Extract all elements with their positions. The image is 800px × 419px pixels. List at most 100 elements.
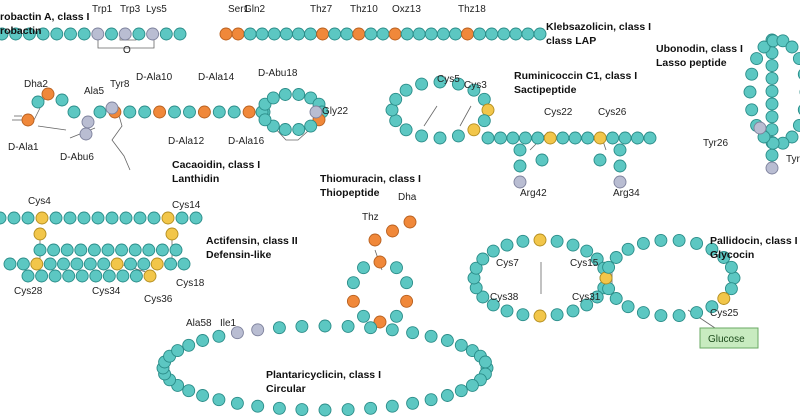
thiomuracin-tail-1 bbox=[386, 224, 399, 238]
thiomuracin-ring-1 bbox=[390, 261, 403, 275]
actifensin-strand-2-7 bbox=[128, 243, 142, 257]
pallidocin-ring-right-19 bbox=[705, 242, 719, 256]
cacaoidin-chain-4 bbox=[153, 105, 167, 119]
ruminicoccin-chain-11 bbox=[618, 131, 632, 145]
cacaoidin-res-b bbox=[55, 93, 69, 107]
ubonodin-ring-5 bbox=[766, 136, 780, 150]
ruminicoccin-ring-left-3 bbox=[389, 114, 403, 128]
label-dala1: D-Ala1 bbox=[8, 142, 39, 153]
klebsazolicin-residue-16 bbox=[412, 27, 426, 41]
plantaricyclicin-residue-6 bbox=[424, 393, 438, 407]
label-cys15: Cys15 bbox=[570, 258, 599, 269]
klebsazolicin-residue-10 bbox=[340, 27, 354, 41]
thiomuracin-ring-2 bbox=[400, 276, 414, 290]
actifensin-strand-1-0 bbox=[0, 211, 7, 225]
ruminicoccin-arm-2-1 bbox=[613, 159, 627, 173]
plantaricyclicin-residue-12 bbox=[295, 403, 309, 417]
ubonodin-title: Ubonodin, class I bbox=[656, 43, 743, 55]
pallidocin-ring-right-5 bbox=[672, 309, 686, 323]
klebsazolicin-residue-26 bbox=[533, 27, 547, 41]
actifensin-strand-2-3 bbox=[74, 243, 88, 257]
klebsazolicin-residue-19 bbox=[449, 27, 462, 41]
pallidocin-subtitle: Glycocin bbox=[710, 249, 754, 261]
pallidocin-ring-right-15 bbox=[636, 236, 650, 250]
label-dala10: D-Ala10 bbox=[136, 72, 173, 83]
actifensin-strand-2-1 bbox=[47, 243, 61, 257]
klebsazolicin-residue-2 bbox=[243, 27, 257, 41]
ruminicoccin-ring-left-10 bbox=[467, 83, 481, 97]
label-lys5: Lys5 bbox=[146, 4, 167, 15]
ubonodin-tyr26 bbox=[753, 121, 767, 135]
actifensin-strand-4-3 bbox=[62, 269, 76, 283]
cacaoidin-chain-9 bbox=[227, 105, 241, 119]
plantaricyclicin-subtitle: Circular bbox=[266, 383, 306, 395]
actifensin-strand-2-2 bbox=[60, 243, 74, 257]
actifensin-strand-4-7 bbox=[116, 269, 130, 283]
klebsazolicin-residue-13 bbox=[376, 27, 390, 41]
actifensin-strand-1-3 bbox=[35, 211, 49, 225]
glucose-box bbox=[699, 327, 759, 349]
cacaoidin-dha2 bbox=[41, 87, 55, 101]
ruminicoccin-r1 bbox=[535, 153, 549, 167]
label-thz10: Thz10 bbox=[350, 4, 378, 15]
ruminicoccin-chain-6 bbox=[556, 131, 570, 145]
ubonodin-ring-14 bbox=[776, 34, 790, 48]
actifensin-strand-3-6 bbox=[83, 257, 97, 271]
label-cys4: Cys4 bbox=[28, 196, 51, 207]
actifensin-strand-3-4 bbox=[57, 257, 70, 271]
plantaricyclicin-residue-26 bbox=[182, 338, 196, 352]
actifensin-subtitle: Defensin-like bbox=[206, 249, 272, 261]
ruminicoccin-chain-7 bbox=[568, 131, 582, 145]
cacaoidin-chain-2 bbox=[123, 105, 137, 119]
plantaricyclicin-residue-25 bbox=[171, 344, 185, 358]
plantaricyclicin-residue-4 bbox=[454, 384, 468, 398]
label-cys26: Cys26 bbox=[598, 107, 627, 118]
ruminicoccin-ring-left-13 bbox=[477, 114, 491, 128]
ruminicoccin-chain-9 bbox=[593, 131, 607, 145]
label-ser1: Ser1 bbox=[228, 4, 250, 15]
pallidocin-ring-right-16 bbox=[654, 233, 668, 247]
plantaricyclicin-residue-16 bbox=[212, 393, 226, 407]
label-cys31: Cys31 bbox=[572, 292, 601, 303]
label-thz7: Thz7 bbox=[310, 4, 333, 15]
pallidocin-ring-left-15 bbox=[486, 244, 500, 258]
ruminicoccin-ring-left-2 bbox=[399, 123, 413, 137]
label-cys18: Cys18 bbox=[176, 278, 205, 289]
klebsazolicin-residue-6 bbox=[292, 27, 305, 41]
actifensin-strand-3-5 bbox=[70, 257, 84, 271]
label-cys34: Cys34 bbox=[92, 286, 121, 297]
klebsazolicin-subtitle: class LAP bbox=[546, 35, 596, 47]
label-oxz13: Oxz13 bbox=[392, 4, 421, 15]
pallidocin-ring-left-16 bbox=[500, 238, 514, 252]
label-ala5: Ala5 bbox=[84, 86, 104, 97]
actifensin-strand-3-11 bbox=[150, 257, 164, 271]
microbactin-residue-1 bbox=[9, 27, 23, 41]
plantaricyclicin-residue-34 bbox=[341, 319, 355, 333]
actifensin-strand-1-1 bbox=[7, 211, 21, 225]
microbactin-residue-8 bbox=[105, 27, 118, 41]
cacaoidin-chain-7 bbox=[197, 105, 211, 119]
ruminicoccin-ring-left-8 bbox=[433, 75, 447, 89]
klebsazolicin-residue-17 bbox=[424, 27, 438, 41]
label-tyr8: Tyr8 bbox=[110, 79, 130, 90]
klebsazolicin-residue-5 bbox=[279, 27, 293, 41]
plantaricyclicin-residue-36 bbox=[385, 323, 399, 337]
actifensin-strand-3-13 bbox=[177, 257, 191, 271]
label-arg34: Arg34 bbox=[613, 188, 640, 199]
actifensin-strand-1-13 bbox=[175, 211, 189, 225]
klebsazolicin-residue-9 bbox=[328, 27, 342, 41]
actifensin-strand-3-12 bbox=[164, 257, 178, 271]
pallidocin-ring-left-17 bbox=[516, 234, 530, 248]
ubonodin-tail-2 bbox=[765, 59, 779, 73]
label-ala58: Ala58 bbox=[186, 318, 212, 329]
ubonodin-tail-6 bbox=[765, 110, 779, 124]
label-cys7: Cys7 bbox=[496, 258, 519, 269]
klebsazolicin-residue-22 bbox=[485, 27, 499, 41]
klebsazolicin-residue-25 bbox=[521, 27, 535, 41]
pallidocin-ring-left-5 bbox=[550, 308, 564, 322]
label-tyr26: Tyr26 bbox=[703, 138, 728, 149]
pallidocin-ring-right-18 bbox=[690, 236, 704, 250]
cacaoidin-chain-0 bbox=[93, 105, 107, 119]
ruminicoccin-ring-left-14 bbox=[467, 123, 481, 137]
